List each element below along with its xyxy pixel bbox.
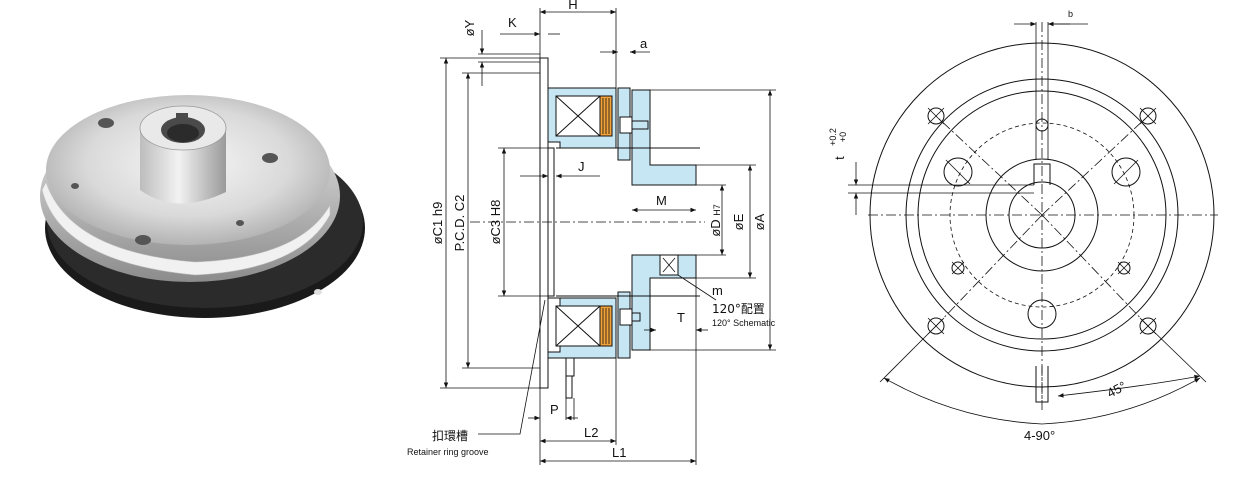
label-C1: øC1 h9	[430, 202, 445, 245]
label-t-lower-tolerance: +0	[838, 132, 848, 142]
front-view: b t +0.2 +0 45° 4-90°	[828, 9, 1218, 443]
label-M: M	[656, 193, 667, 208]
label-H: H	[568, 0, 577, 12]
label-schematic-en: 120° Schematic	[712, 318, 776, 328]
bore-circle	[1008, 181, 1076, 249]
label-P: P	[550, 402, 559, 417]
large-hole-icon	[943, 157, 1141, 329]
brake-photo	[40, 95, 365, 318]
label-T: T	[677, 310, 685, 325]
label-C3: øC3 H8	[488, 200, 503, 245]
label-J: J	[578, 159, 585, 174]
label-groove-cn: 扣環槽	[432, 429, 468, 443]
label-L2: L2	[584, 425, 598, 440]
mounting-hole-icon	[314, 289, 322, 295]
label-C2: P.C.D. C2	[452, 195, 467, 252]
label-L1: L1	[612, 445, 626, 460]
label-D: øD	[708, 219, 723, 236]
face-hole-icon	[135, 235, 151, 245]
label-A: øA	[752, 213, 767, 230]
face-hole-icon	[236, 220, 244, 226]
face-hole-icon	[98, 118, 114, 128]
bolt-hole-icon	[951, 118, 1131, 275]
label-t: t	[832, 156, 847, 160]
label-angle-4-90: 4-90°	[1024, 428, 1055, 443]
label-E: øE	[731, 213, 746, 230]
keyway-icon	[176, 113, 188, 121]
label-angle-45: 45°	[1104, 378, 1128, 400]
label-a: a	[640, 36, 648, 51]
pcd-circle	[949, 122, 1135, 308]
label-b: b	[1068, 9, 1073, 19]
label-D-tolerance: H7	[712, 204, 722, 216]
label-K: K	[508, 15, 517, 30]
label-groove-en: Retainer ring groove	[407, 447, 489, 457]
label-t-upper-tolerance: +0.2	[828, 128, 838, 146]
face-hole-icon	[262, 153, 278, 163]
side-section-view: H K øY a øC1 h9 P.C.D. C2 øC3 H8 J M øD …	[407, 0, 776, 465]
label-m: m	[712, 283, 723, 298]
label-Y: øY	[462, 19, 477, 36]
label-schematic-cn: 120°配置	[712, 302, 765, 316]
face-hole-icon	[71, 183, 79, 189]
